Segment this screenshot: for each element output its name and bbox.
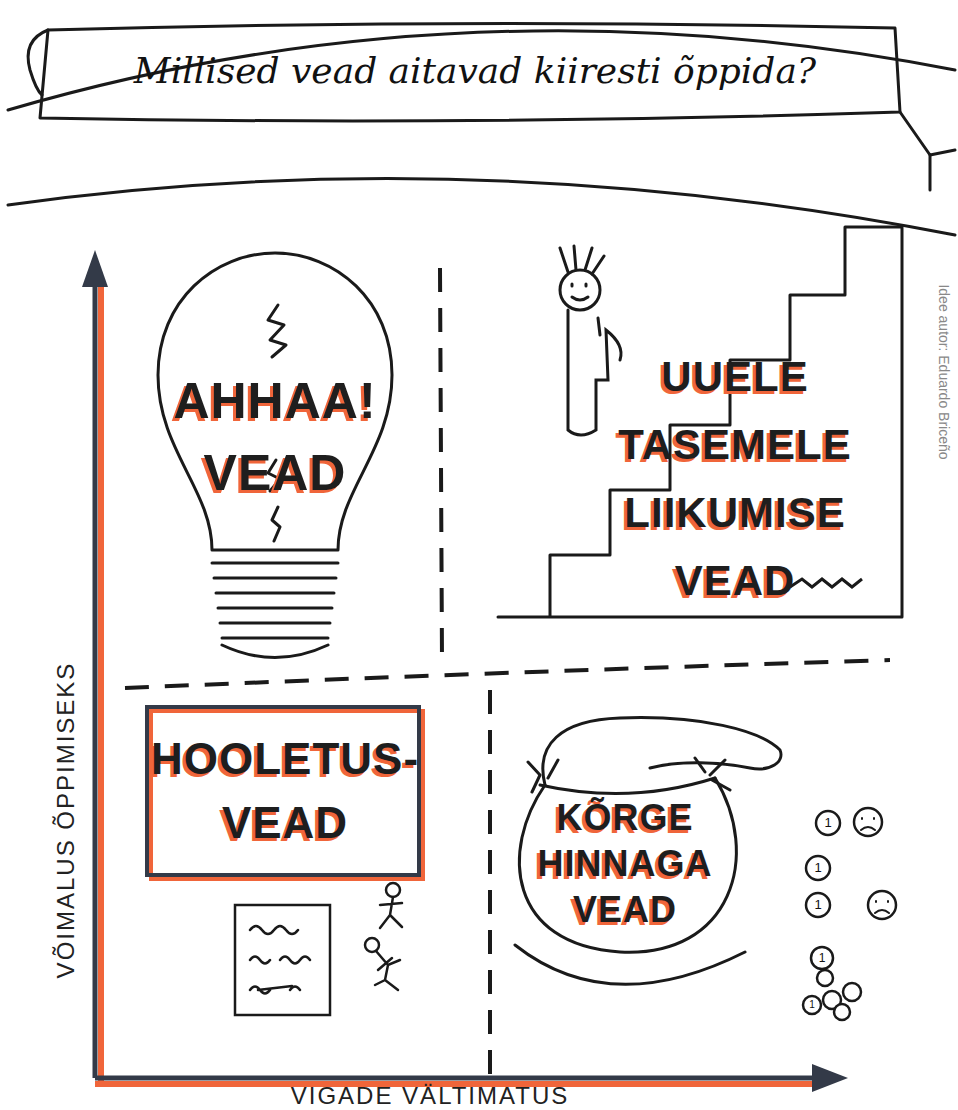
node-text: AHHAA! VEAD <box>160 365 390 509</box>
box-node: HOOLETUS- VEAD <box>145 705 425 883</box>
axis-label: VIGADE VÄLTIMATUS <box>220 1083 640 1109</box>
title-ribbon <box>8 23 955 235</box>
node-text: HOOLETUS- VEAD <box>145 727 425 855</box>
node-text: KÕRGE HINNAGA VEAD <box>530 795 720 933</box>
coin-number: 1 <box>818 815 838 831</box>
sad-faces <box>861 818 889 913</box>
running-figures <box>365 883 402 990</box>
coins <box>803 808 896 1020</box>
quadrant-dividers <box>125 268 890 1075</box>
coin-number: 1 <box>808 860 828 876</box>
title-text: Millised vead aitavad kiiresti õppida? <box>60 36 890 106</box>
climbing-figure <box>560 246 621 435</box>
credit-note: Idee autor: Eduardo Briceño <box>934 242 954 502</box>
node-text: UUELE TASEMELE LIIKUMISE VEAD <box>590 343 880 615</box>
stairs-node: UUELE TASEMELE LIIKUMISE VEAD <box>490 215 920 625</box>
coin-number: 1 <box>802 998 822 1012</box>
rect-outline <box>145 705 425 883</box>
lightbulb-node: AHHAA! VEAD <box>150 245 400 665</box>
coin-number: 1 <box>808 897 828 913</box>
coin-number: 1 <box>812 950 832 966</box>
paper-icon <box>235 905 330 1015</box>
axis-label: VÕIMALUS ÕPPIMISEKS <box>51 560 81 1080</box>
money-bag-node: KÕRGE HINNAGA VEAD <box>500 690 785 1000</box>
